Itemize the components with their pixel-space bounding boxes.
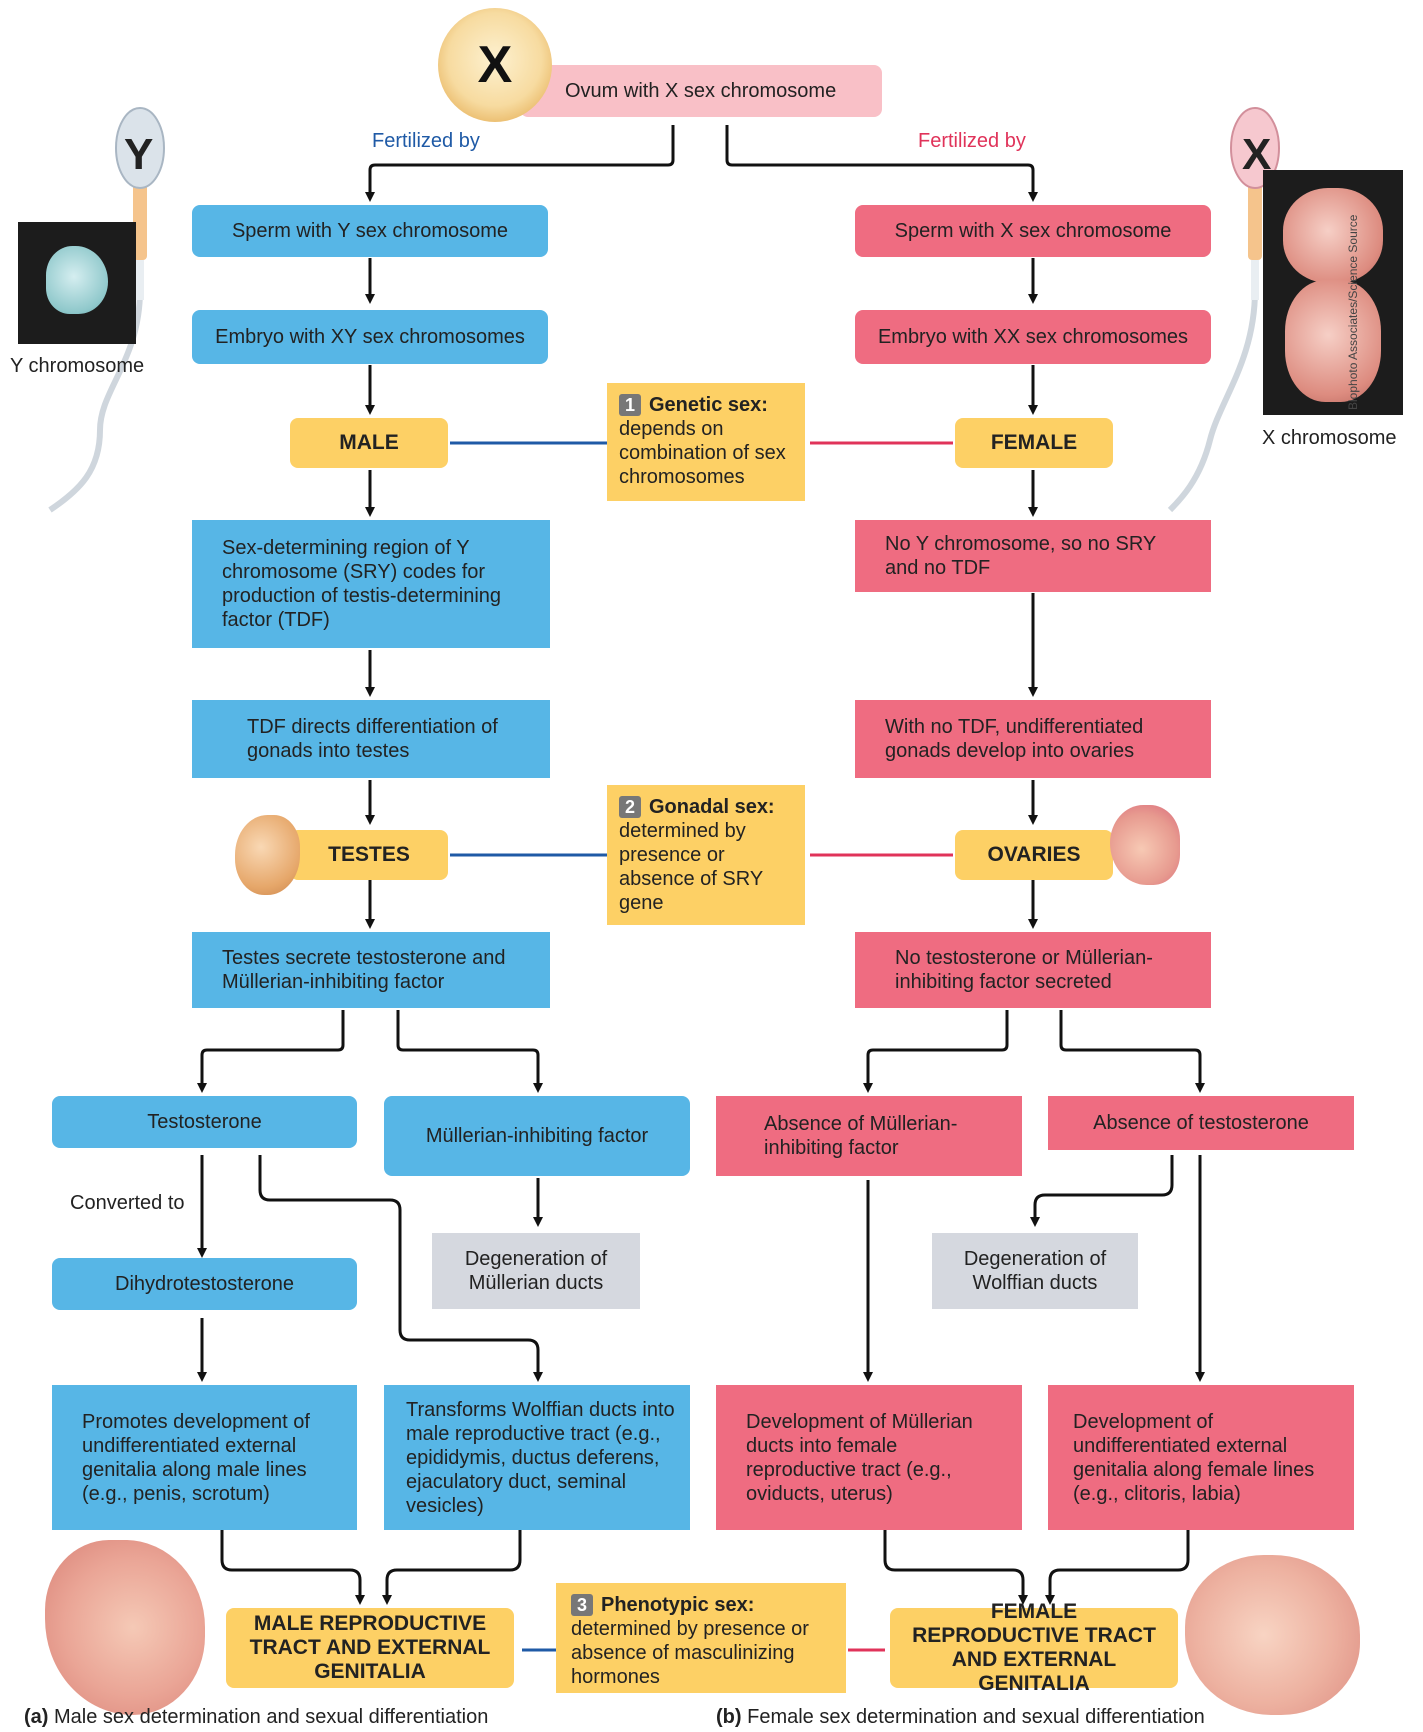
x-chromosome-label: X chromosome (1262, 427, 1397, 449)
female-final-box: FEMALE REPRODUCTIVE TRACT AND EXTERNAL G… (890, 1600, 1178, 1695)
step1-number: 1 (619, 394, 641, 416)
ovum-x-letter: X (477, 36, 513, 94)
male-gonad-box: TESTES (290, 830, 448, 880)
testis-illustration (235, 815, 300, 895)
fertilized-by-right: Fertilized by (918, 130, 1026, 152)
female-anatomy-illustration (1185, 1555, 1360, 1715)
step2-title: Gonadal sex: (649, 796, 775, 818)
arrow-promotes-to-final (220, 1530, 365, 1605)
caption-male-text: Male sex determination and sexual differ… (54, 1706, 489, 1728)
female-sperm-box: Sperm with X sex chromosome (855, 205, 1211, 257)
male-sry-box: Sex-determining region of Y chromosome (… (192, 520, 550, 648)
female-notdf-box: With no TDF, undifferentiated gonads dev… (855, 700, 1211, 778)
caption-male-label: (a) (24, 1706, 49, 1728)
step3-box: 3 Phenotypic sex: determined by presence … (556, 1583, 846, 1693)
converted-to-label: Converted to (70, 1192, 185, 1214)
caption-male: (a) Male sex determination and sexual di… (24, 1706, 488, 1729)
step2-number: 2 (619, 796, 641, 818)
step1-box: 1 Genetic sex: depends on combination of … (607, 383, 805, 501)
arrow-transforms-to-final (382, 1530, 522, 1605)
sperm-y-letter: Y (124, 130, 154, 179)
male-embryo-box: Embryo with XY sex chromosomes (192, 310, 548, 364)
caption-female: (b) Female sex determination and sexual … (716, 1706, 1205, 1729)
sperm-y-illustration (48, 107, 165, 513)
male-sperm-box: Sperm with Y sex chromosome (192, 205, 548, 257)
female-gonad-box: OVARIES (955, 830, 1113, 880)
step2-text: determined by presence or absence of SRY… (619, 820, 763, 914)
ovum-label: Ovum with X sex chromosome (565, 80, 837, 102)
ovum-label-box: Ovum with X sex chromosome (520, 65, 882, 117)
x-chromosome-image (1263, 170, 1403, 415)
female-sex-box: FEMALE (955, 418, 1113, 468)
degen-wolffian-box: Degeneration of Wolffian ducts (932, 1233, 1138, 1309)
step2-box: 2 Gonadal sex: determined by presence or … (607, 785, 805, 925)
step1-title: Genetic sex: (649, 394, 768, 416)
caption-female-text: Female sex determination and sexual diff… (747, 1706, 1205, 1728)
transforms-box: Transforms Wolffian ducts into male repr… (384, 1385, 690, 1530)
mullerian-dev-box: Development of Müllerian ducts into fema… (716, 1385, 1022, 1530)
step3-text: determined by presence or absence of mas… (571, 1618, 809, 1688)
genitalia-dev-box: Development of undifferentiated external… (1048, 1385, 1354, 1530)
absmif-box: Absence of Müllerian-inhibiting factor (716, 1096, 1022, 1176)
abstest-box: Absence of testosterone (1048, 1096, 1354, 1150)
sperm-x-letter: X (1242, 130, 1272, 179)
sperm-x-illustration (1167, 107, 1280, 513)
y-chromosome-label: Y chromosome (10, 355, 145, 377)
male-tdf-box: TDF directs differentiation of gonads in… (192, 700, 550, 778)
arrow-genitalia-to-final (1045, 1530, 1190, 1605)
arrow-to-absmif (863, 1010, 1009, 1093)
arrow-abstest-to-degen (1030, 1155, 1174, 1227)
male-sex-box: MALE (290, 418, 448, 468)
arrow-to-abstest (1059, 1010, 1205, 1093)
female-embryo-box: Embryo with XX sex chromosomes (855, 310, 1211, 364)
arrow-to-mif (396, 1010, 543, 1093)
arrow-to-testosterone (197, 1010, 345, 1093)
photo-credit: Biophoto Associates/Science Source (1346, 214, 1360, 410)
arrow-ovum-to-sperm-y (365, 125, 675, 202)
female-nosry-box: No Y chromosome, so no SRY and no TDF (855, 520, 1211, 592)
fertilized-by-left: Fertilized by (372, 130, 480, 152)
step3-number: 3 (571, 1594, 593, 1616)
step3-title: Phenotypic sex: (601, 1594, 755, 1616)
dht-box: Dihydrotestosterone (52, 1258, 357, 1310)
male-anatomy-illustration (45, 1540, 205, 1715)
male-secrete-box: Testes secrete testosterone and Mülleria… (192, 932, 550, 1008)
mif-box: Müllerian-inhibiting factor (384, 1096, 690, 1176)
ovary-illustration (1110, 805, 1180, 885)
step1-text: depends on combination of sex chromosome… (619, 418, 786, 488)
female-nosecrete-box: No testosterone or Müllerian-inhibiting … (855, 932, 1211, 1008)
ovum-cell-icon: X (438, 8, 552, 122)
male-final-box: MALE REPRODUCTIVE TRACT AND EXTERNAL GEN… (226, 1608, 514, 1688)
y-chromosome-image (18, 222, 136, 344)
testosterone-box: Testosterone (52, 1096, 357, 1148)
caption-female-label: (b) (716, 1706, 742, 1728)
arrow-testosterone-to-wolffian (258, 1155, 543, 1382)
arrow-ovum-to-sperm-x (725, 125, 1038, 202)
degen-mullerian-box: Degeneration of Müllerian ducts (432, 1233, 640, 1309)
promotes-box: Promotes development of undifferentiated… (52, 1385, 357, 1530)
arrow-mullerian-to-final (883, 1530, 1028, 1605)
